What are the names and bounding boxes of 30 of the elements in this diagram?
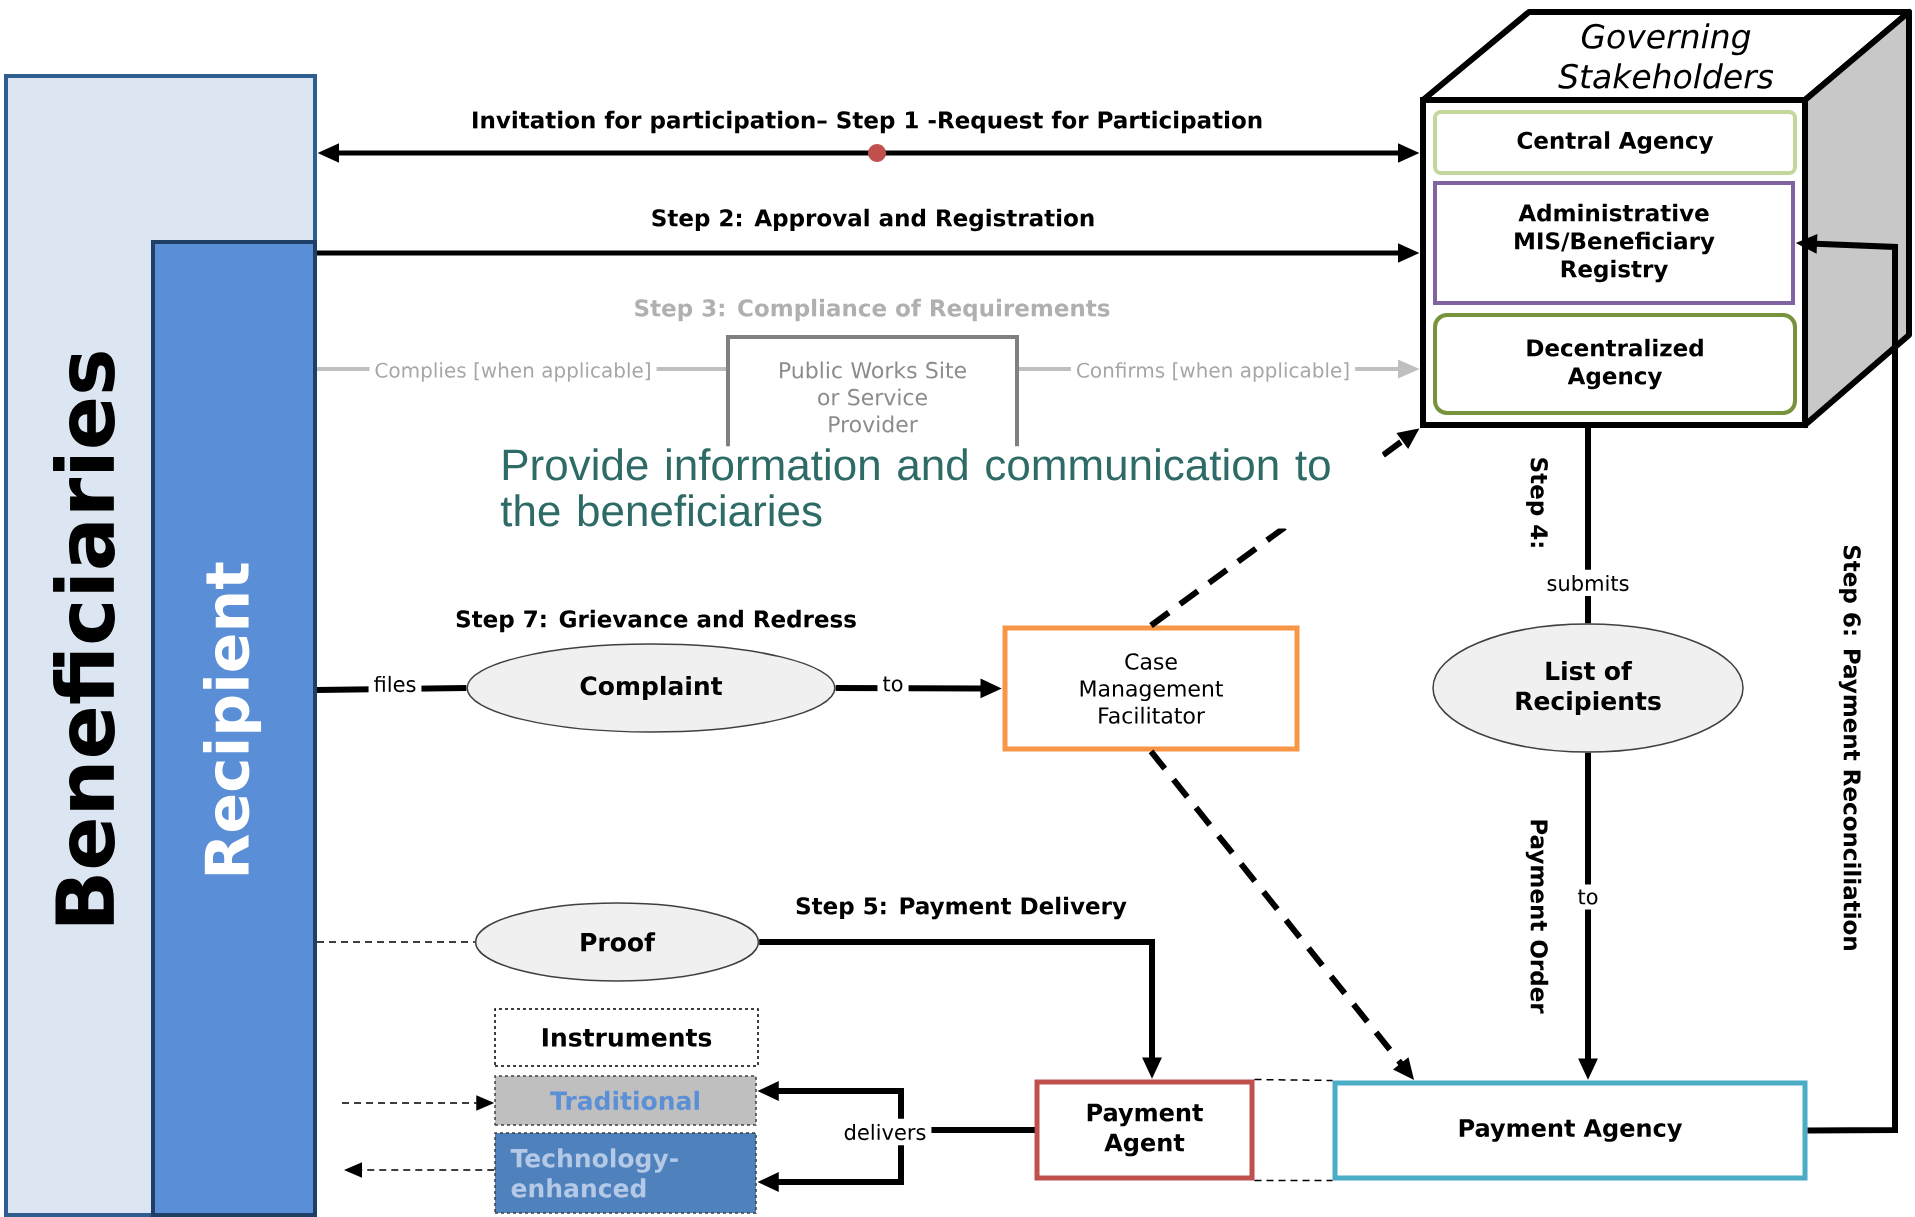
edge-label: to (877, 671, 909, 697)
edge-label: Invitation for participation– Step 1 -Request for Participation (465, 105, 1269, 139)
edge-label: files (368, 670, 422, 698)
agent-box: Payment Agent (1034, 1079, 1255, 1181)
edge-label: delivers (838, 1118, 932, 1146)
edge-label: Complies [when applicable] (369, 357, 657, 387)
connector-line (1253, 1078, 1334, 1082)
node-label: Governing Stakeholders (1558, 23, 1774, 89)
step-label: Payment Order (1525, 820, 1549, 1014)
panel-title: Beneficiaries (53, 352, 115, 925)
edge-label: submits (1541, 569, 1635, 597)
facilitator-box: Case Management Facilitator (1002, 625, 1300, 752)
edge-label: Step 6: Payment Reconciliation (1838, 545, 1862, 950)
connector-line (1585, 428, 1591, 624)
instrument-box: Technology-enhanced (494, 1132, 757, 1214)
agency-box: Payment Agency (1332, 1080, 1808, 1181)
instruments-box: Instruments (494, 1008, 759, 1067)
edge-label: Step 2: Approval and Registration (645, 203, 1101, 237)
instrument-box: Traditional (494, 1075, 757, 1126)
registry-box: Administrative MIS/Beneficiary Registry (1433, 181, 1795, 305)
panel-title: Recipient (202, 562, 262, 875)
connector-line (316, 941, 476, 943)
step-label: Step 4: (1526, 458, 1548, 547)
edge-label: to (1572, 884, 1604, 910)
edge-label: Step 5: Payment Delivery (790, 891, 1132, 925)
agency-box: Central Agency (1433, 110, 1797, 175)
edge-label: Confirms [when applicable] (1070, 357, 1356, 387)
recipient-panel (151, 240, 317, 1217)
agency-box: Decentralized Agency (1433, 313, 1797, 415)
connector-line (1253, 1179, 1334, 1182)
